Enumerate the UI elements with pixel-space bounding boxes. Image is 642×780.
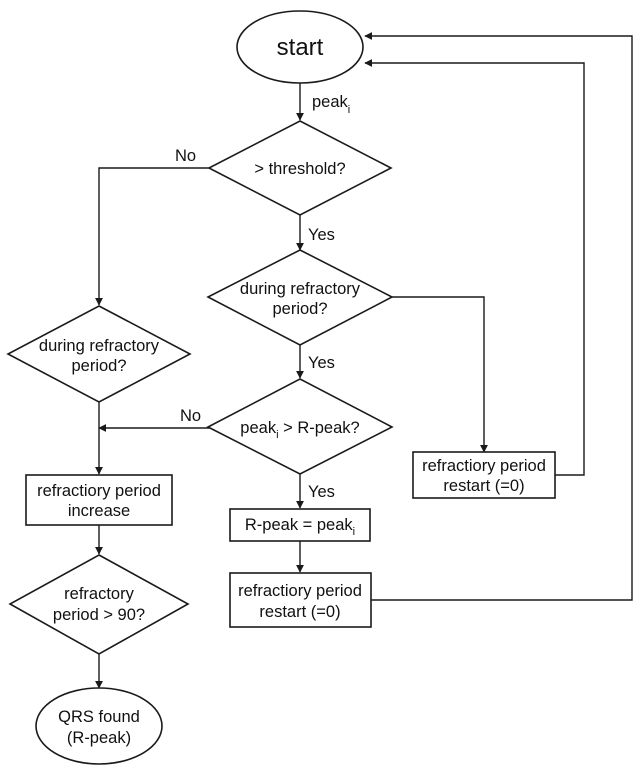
restart-center-box: refractiory period restart (=0): [229, 572, 372, 628]
edge-threshold-no-to-left-refractory: [95, 167, 209, 306]
assign-rect: [229, 508, 371, 542]
threshold-diamond: [207, 120, 393, 216]
gt90-label-line2: period > 90?: [53, 606, 145, 624]
start-ellipse: [236, 10, 364, 84]
restart-center-label-line2: restart (=0): [259, 603, 340, 621]
start-label: start: [277, 34, 324, 61]
restart-right-label-line2: restart (=0): [443, 477, 524, 495]
yes-peak-label: Yes: [308, 483, 335, 501]
no-peak-label: No: [180, 407, 201, 425]
restart-right-rect: [412, 451, 556, 499]
center-refractory-label-line2: period?: [272, 300, 327, 318]
gt90-diamond: [8, 554, 190, 655]
yes-threshold-label: Yes: [308, 226, 335, 244]
increase-label-line1: refractiory period: [37, 482, 161, 500]
qrs-node: QRS found (R-peak): [35, 687, 163, 765]
left-refractory-label-line2: period?: [71, 357, 126, 375]
assign-box: R-peak = peaki: [229, 508, 371, 542]
increase-label-line2: increase: [68, 502, 130, 520]
restart-right-label-line1: refractiory period: [422, 457, 546, 475]
assign-label: R-peak = peaki: [245, 516, 355, 538]
increase-box: refractiory period increase: [25, 474, 173, 526]
gt90-decision: refractory period > 90?: [8, 554, 190, 655]
increase-rect: [25, 474, 173, 526]
left-refractory-decision: during refractory period?: [6, 305, 192, 403]
peak-compare-label: peaki > R-peak?: [240, 419, 359, 441]
peak-compare-decision: peaki > R-peak?: [206, 378, 394, 475]
no-threshold-label: No: [175, 147, 196, 165]
yes-refractory-label: Yes: [308, 354, 335, 372]
input-peak-label: peaki: [312, 93, 350, 116]
center-refractory-decision: during refractory period?: [206, 249, 394, 346]
restart-center-rect: [229, 572, 372, 628]
edge-center-refractory-right-to-restart: [392, 296, 488, 453]
qrs-label-line2: (R-peak): [67, 729, 131, 747]
left-refractory-label-line1: during refractory: [39, 337, 160, 355]
connectors: [95, 32, 633, 689]
edge-restart-center-to-start: [364, 32, 633, 601]
start-node: start: [236, 10, 364, 84]
peak-compare-diamond: [206, 378, 394, 475]
center-refractory-diamond: [206, 249, 394, 346]
edge-restart-right-to-start: [364, 59, 585, 476]
gt90-label-line1: refractory: [64, 585, 134, 603]
left-refractory-diamond: [6, 305, 192, 403]
restart-right-box: refractiory period restart (=0): [412, 451, 556, 499]
threshold-decision: > threshold?: [207, 120, 393, 216]
restart-center-label-line1: refractiory period: [238, 582, 362, 600]
center-refractory-label-line1: during refractory: [240, 280, 361, 298]
qrs-label-line1: QRS found: [58, 708, 140, 726]
threshold-label: > threshold?: [254, 160, 345, 178]
qrs-ellipse: [35, 687, 163, 765]
